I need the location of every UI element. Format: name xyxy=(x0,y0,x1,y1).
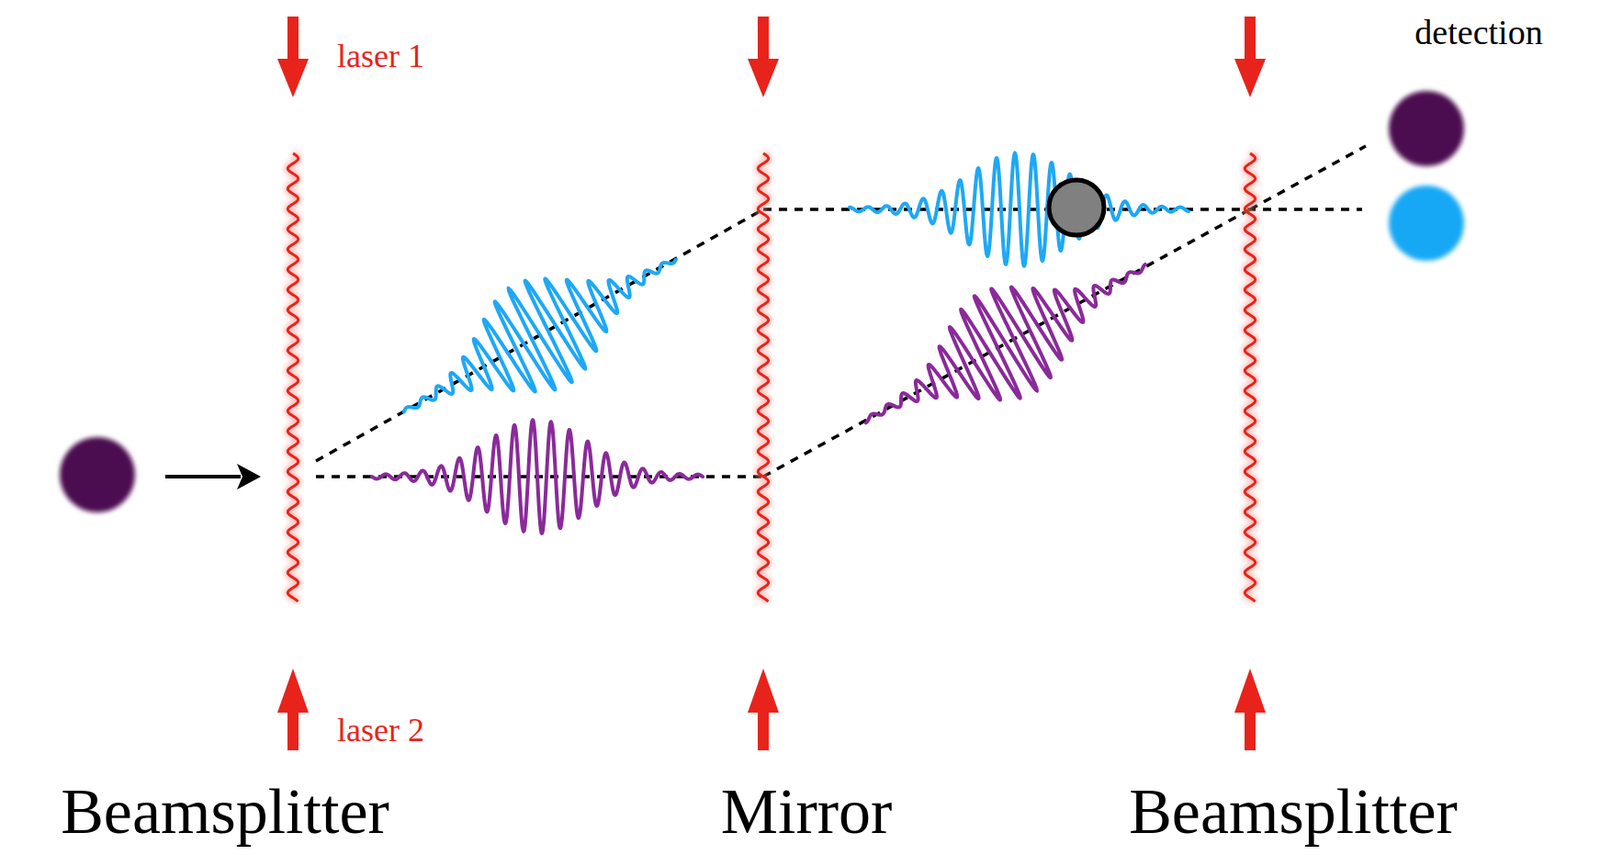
laser-pulse xyxy=(287,153,298,602)
laser-arrow xyxy=(277,58,309,98)
obstacle-mass xyxy=(1048,180,1105,236)
laser-pulses xyxy=(277,16,1266,751)
detection-label: detection xyxy=(1414,14,1543,50)
component-label: Beamsplitter xyxy=(60,779,390,845)
wave-packet xyxy=(866,264,1146,423)
laser-glow xyxy=(757,153,768,602)
wave-packets xyxy=(371,152,1189,533)
laser-arrow xyxy=(747,668,779,713)
laser-arrow xyxy=(287,707,299,751)
laser-label: laser 2 xyxy=(337,713,425,747)
laser-pulse xyxy=(1244,153,1255,602)
detected-atom-purple xyxy=(1388,90,1465,167)
laser-arrow xyxy=(1244,16,1256,65)
laser-glow xyxy=(287,153,298,602)
laser-arrow xyxy=(1234,668,1266,713)
laser-arrow xyxy=(757,16,769,65)
upper-path xyxy=(315,209,764,462)
input-arrow xyxy=(165,463,261,490)
laser-arrow xyxy=(1244,707,1256,751)
output-path xyxy=(1250,146,1366,210)
laser-arrow xyxy=(747,58,779,98)
wave-packet xyxy=(849,152,1189,266)
incoming-atom xyxy=(59,437,136,513)
laser-arrow xyxy=(287,16,299,65)
laser-pulse xyxy=(757,153,768,602)
laser-arrow xyxy=(1234,58,1266,98)
beam-paths xyxy=(315,146,1366,477)
laser-arrow xyxy=(277,668,309,713)
laser-arrow xyxy=(757,707,769,751)
laser-label: laser 1 xyxy=(337,39,425,73)
wave-packet xyxy=(371,419,703,533)
laser-glow xyxy=(1244,153,1255,602)
wave-packet xyxy=(404,259,677,413)
detected-atom-blue xyxy=(1388,185,1465,261)
component-label: Beamsplitter xyxy=(1128,779,1458,845)
component-label: Mirror xyxy=(721,779,893,845)
